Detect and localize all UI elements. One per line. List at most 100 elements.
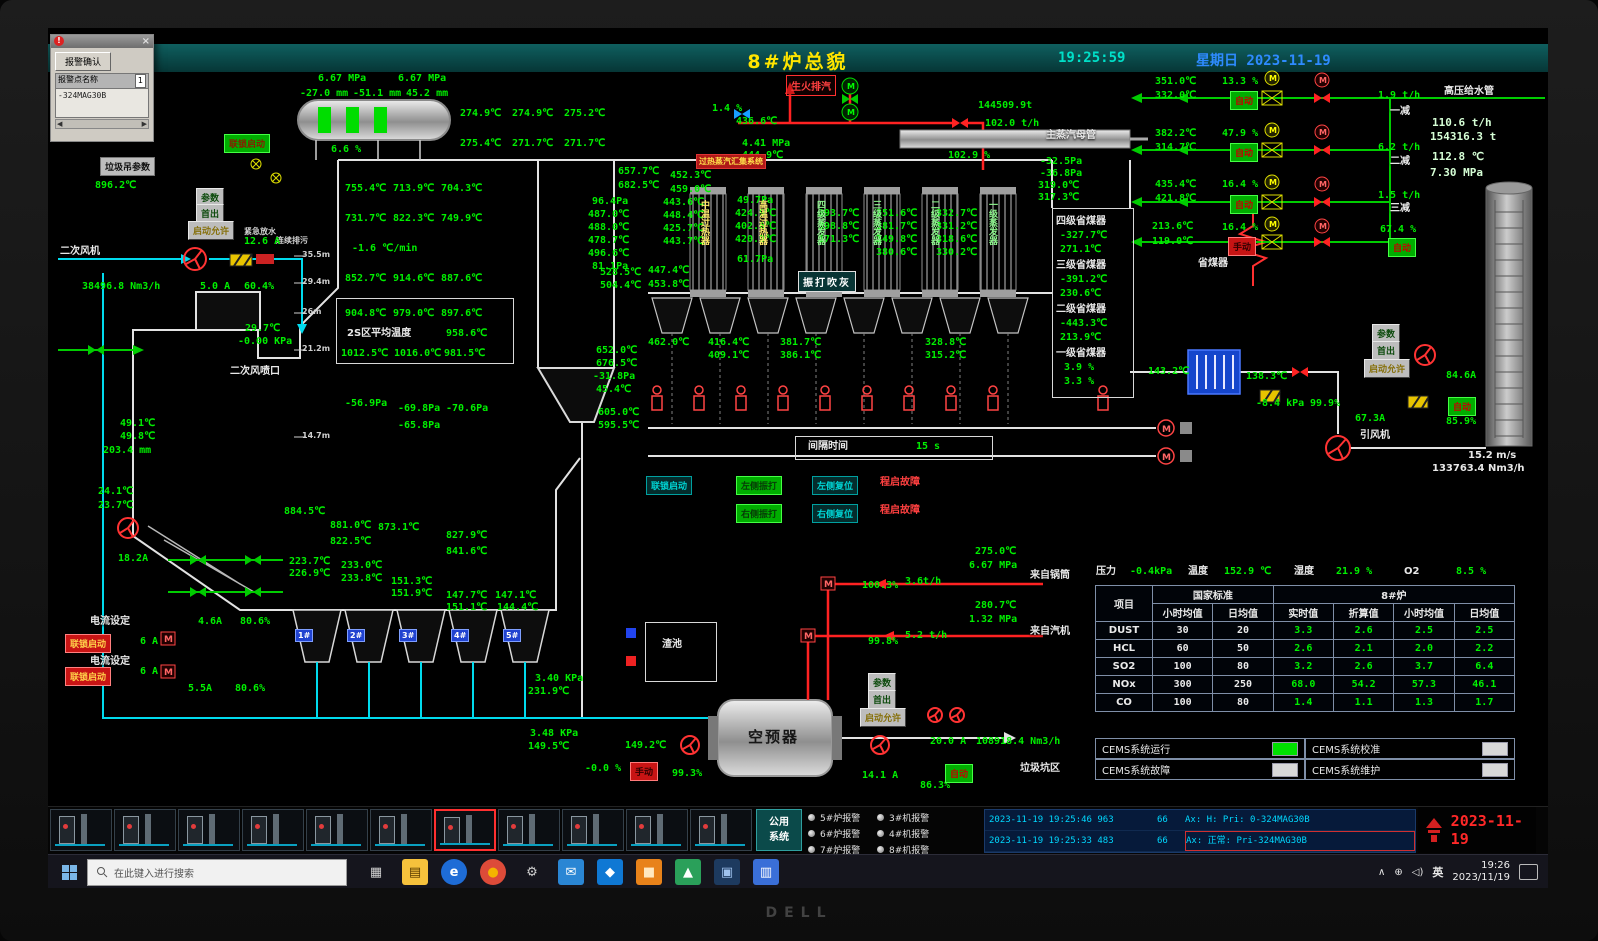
orange-app-icon[interactable]: ■ bbox=[636, 859, 662, 885]
network-icon[interactable]: ⊕ bbox=[1394, 866, 1403, 878]
screen-thumbnail[interactable] bbox=[50, 809, 112, 851]
alarm-lamp-icon bbox=[877, 846, 884, 853]
index-spinner[interactable]: 1 bbox=[134, 74, 146, 88]
alarm-time: 2023-11-19 19:25:46 963 bbox=[989, 815, 1114, 825]
value-label: 462.0℃ bbox=[648, 337, 690, 348]
search-input[interactable]: 在此键入进行搜索 bbox=[87, 858, 347, 886]
hmi-button[interactable]: 左侧复位 bbox=[812, 476, 859, 495]
taskbar-clock[interactable]: 19:26 2023/11/19 bbox=[1452, 860, 1510, 885]
value-label: 528.5℃ bbox=[600, 267, 642, 278]
scroll-right-icon[interactable]: ▶ bbox=[141, 120, 147, 128]
hmi-button[interactable]: 左侧振打 bbox=[736, 476, 783, 495]
screen-thumbnail[interactable] bbox=[242, 809, 304, 851]
task-view-icon[interactable]: ▦ bbox=[369, 864, 383, 880]
edge-browser-icon[interactable]: e bbox=[441, 859, 467, 885]
flue-hoppers bbox=[651, 297, 1029, 334]
screen-thumbnail[interactable] bbox=[498, 809, 560, 851]
value-label: 841.6℃ bbox=[446, 546, 488, 557]
value-label: -36.8Pa bbox=[1040, 168, 1083, 179]
cems-status-item: CEMS系统运行 bbox=[1095, 738, 1305, 759]
green-app-icon[interactable]: ▲ bbox=[675, 859, 701, 885]
common-system-button[interactable]: 公用系统 bbox=[756, 809, 802, 851]
hmi-button[interactable]: 自动 bbox=[1230, 91, 1259, 110]
value-label: 3.6t/h bbox=[905, 576, 942, 587]
notification-icon[interactable] bbox=[1519, 864, 1538, 880]
alarm-tag-item[interactable]: -324MAG30B bbox=[55, 89, 149, 118]
language-indicator[interactable]: 英 bbox=[1432, 866, 1444, 879]
hmi-button[interactable]: 联锁启动 bbox=[646, 476, 693, 495]
hmi-button[interactable]: 联锁启动 bbox=[65, 667, 112, 686]
alarm-dialog[interactable]: ! × 报警确认 报警点名称 1 -324MAG30B ◀ ▶ bbox=[50, 34, 154, 142]
hmi-button[interactable]: 自动 bbox=[945, 764, 974, 783]
value-label: 314.7℃ bbox=[1155, 142, 1197, 153]
volume-icon[interactable]: ◁) bbox=[1411, 866, 1424, 878]
hmi-button[interactable]: 首出 bbox=[1372, 341, 1401, 360]
hmi-button[interactable]: 自动 bbox=[1230, 143, 1259, 162]
value-label: 958.6℃ bbox=[446, 328, 488, 339]
hmi-button[interactable]: 自动 bbox=[1388, 238, 1417, 257]
hmi-button[interactable]: 联锁启动 bbox=[224, 134, 271, 153]
hmi-button[interactable]: 右侧复位 bbox=[812, 504, 859, 523]
value-label: 231.9℃ bbox=[528, 686, 570, 697]
mail-icon[interactable]: ✉ bbox=[558, 859, 584, 885]
window-app-icon[interactable]: ▥ bbox=[753, 859, 779, 885]
horizontal-scrollbar[interactable]: ◀ ▶ bbox=[55, 119, 149, 129]
close-icon[interactable]: × bbox=[141, 36, 150, 47]
value-label: 351.0℃ bbox=[1155, 76, 1197, 87]
hmi-button[interactable]: 手动 bbox=[630, 762, 659, 781]
screen-thumbnail[interactable] bbox=[690, 809, 752, 851]
store-icon[interactable]: ◆ bbox=[597, 859, 623, 885]
value-label: 749.9℃ bbox=[441, 213, 483, 224]
hmi-button[interactable]: 自动 bbox=[1448, 397, 1477, 416]
value-label: 884.5℃ bbox=[284, 506, 326, 517]
waste-chute bbox=[195, 291, 261, 331]
screen-thumbnail[interactable] bbox=[562, 809, 624, 851]
screen-thumbnail[interactable] bbox=[626, 809, 688, 851]
value-label: 96.4Pa bbox=[592, 196, 629, 207]
hmi-button[interactable]: 手动 bbox=[1228, 237, 1257, 256]
file-explorer-icon[interactable]: ▤ bbox=[402, 859, 428, 885]
value-label: 143.2℃ bbox=[1148, 366, 1190, 377]
tray-expand-icon[interactable]: ∧ bbox=[1378, 866, 1386, 878]
network-app-icon[interactable]: ▣ bbox=[714, 859, 740, 885]
screen-thumbnail[interactable] bbox=[178, 809, 240, 851]
pollutant-name: DUST bbox=[1095, 621, 1153, 640]
hmi-button[interactable]: 启动允许 bbox=[860, 708, 907, 727]
value-label: 822.5℃ bbox=[330, 536, 372, 547]
hmi-button[interactable]: 启动允许 bbox=[188, 221, 235, 240]
hmi-button[interactable]: 自动 bbox=[1230, 195, 1259, 214]
svg-text:M: M bbox=[1269, 126, 1277, 135]
screen-thumbnail[interactable] bbox=[434, 809, 496, 851]
screen-thumbnail[interactable] bbox=[306, 809, 368, 851]
start-button[interactable] bbox=[62, 864, 77, 880]
hmi-button[interactable]: 右侧振打 bbox=[736, 504, 783, 523]
emissions-value: 46.1 bbox=[1453, 675, 1516, 694]
screen-thumbnail[interactable] bbox=[370, 809, 432, 851]
hmi-button[interactable]: 启动允许 bbox=[1364, 359, 1411, 378]
value-label: 4.41 MPa bbox=[742, 138, 791, 149]
hmi-button[interactable]: 首出 bbox=[868, 690, 897, 709]
chrome-browser-icon[interactable]: ● bbox=[480, 859, 506, 885]
alarm-field-label: 报警点名称 bbox=[58, 75, 98, 84]
table-subheader: 日均值 bbox=[1453, 603, 1516, 622]
value-label: 416.4℃ bbox=[708, 337, 750, 348]
emissions-value: 80 bbox=[1212, 657, 1274, 676]
feedwater-pipes bbox=[58, 97, 1545, 593]
value-label: 102.9 % bbox=[948, 150, 991, 161]
value-label: 315.2℃ bbox=[925, 350, 967, 361]
settings-icon[interactable]: ⚙ bbox=[526, 864, 538, 880]
value-label: 102.0 t/h bbox=[985, 118, 1040, 129]
screen-thumbnail[interactable] bbox=[114, 809, 176, 851]
hmi-button[interactable]: 振打吹灰 bbox=[798, 271, 856, 292]
value-label: 914.6℃ bbox=[393, 273, 435, 284]
alarm-confirm-button[interactable]: 报警确认 bbox=[55, 52, 111, 71]
hmi-button[interactable]: 联锁启动 bbox=[65, 634, 112, 653]
value-label: 21.2m bbox=[302, 344, 331, 353]
scroll-left-icon[interactable]: ◀ bbox=[57, 120, 63, 128]
title-bar: 8#炉总貌 19:25:59 星期日 2023-11-19 bbox=[48, 44, 1548, 73]
